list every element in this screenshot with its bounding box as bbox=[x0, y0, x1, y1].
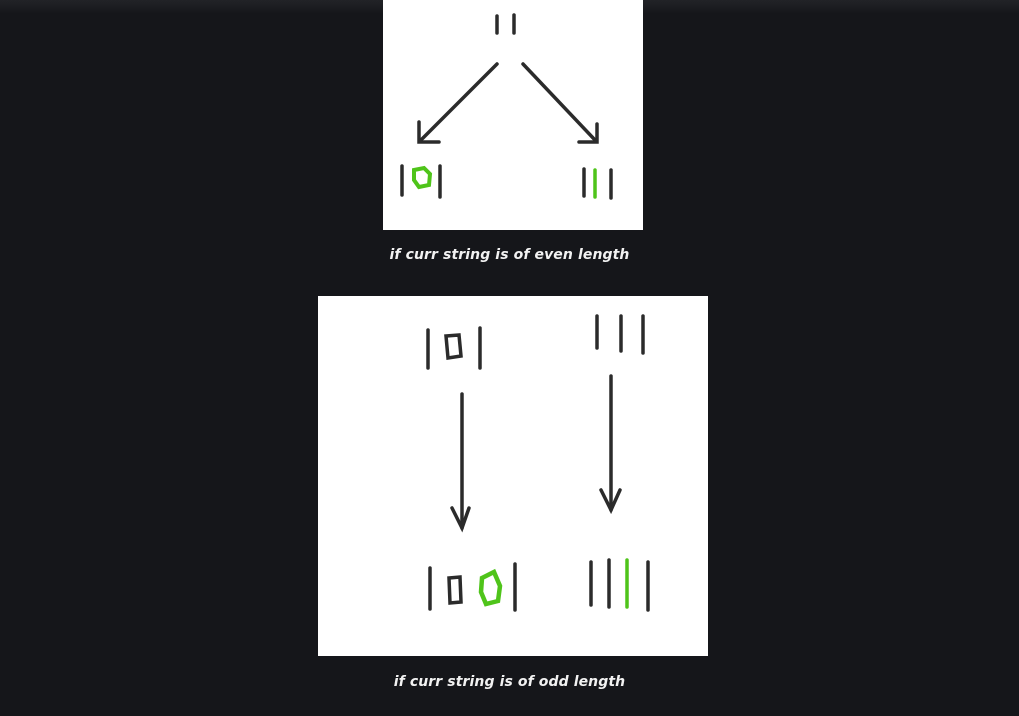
child-node-101 bbox=[400, 164, 442, 199]
even-length-caption: if curr string is of even length bbox=[389, 247, 630, 263]
down-arrows bbox=[450, 374, 622, 533]
root-node-101 bbox=[426, 326, 482, 370]
even-length-sketch bbox=[400, 13, 613, 200]
branch-arrows bbox=[417, 62, 599, 144]
root-node-111 bbox=[595, 314, 645, 355]
child-node-111 bbox=[582, 167, 613, 200]
arrow-left bbox=[419, 62, 499, 142]
appended-zero bbox=[412, 165, 433, 190]
odd-length-sketch bbox=[426, 314, 650, 612]
odd-length-diagram bbox=[318, 296, 708, 656]
appended-zero bbox=[478, 568, 503, 607]
child-node-1001 bbox=[428, 562, 517, 612]
root-node-11 bbox=[495, 13, 516, 35]
arrow-right bbox=[521, 62, 597, 142]
odd-length-caption: if curr string is of odd length bbox=[393, 674, 626, 690]
even-length-diagram bbox=[383, 0, 643, 230]
child-node-1111 bbox=[589, 558, 650, 612]
